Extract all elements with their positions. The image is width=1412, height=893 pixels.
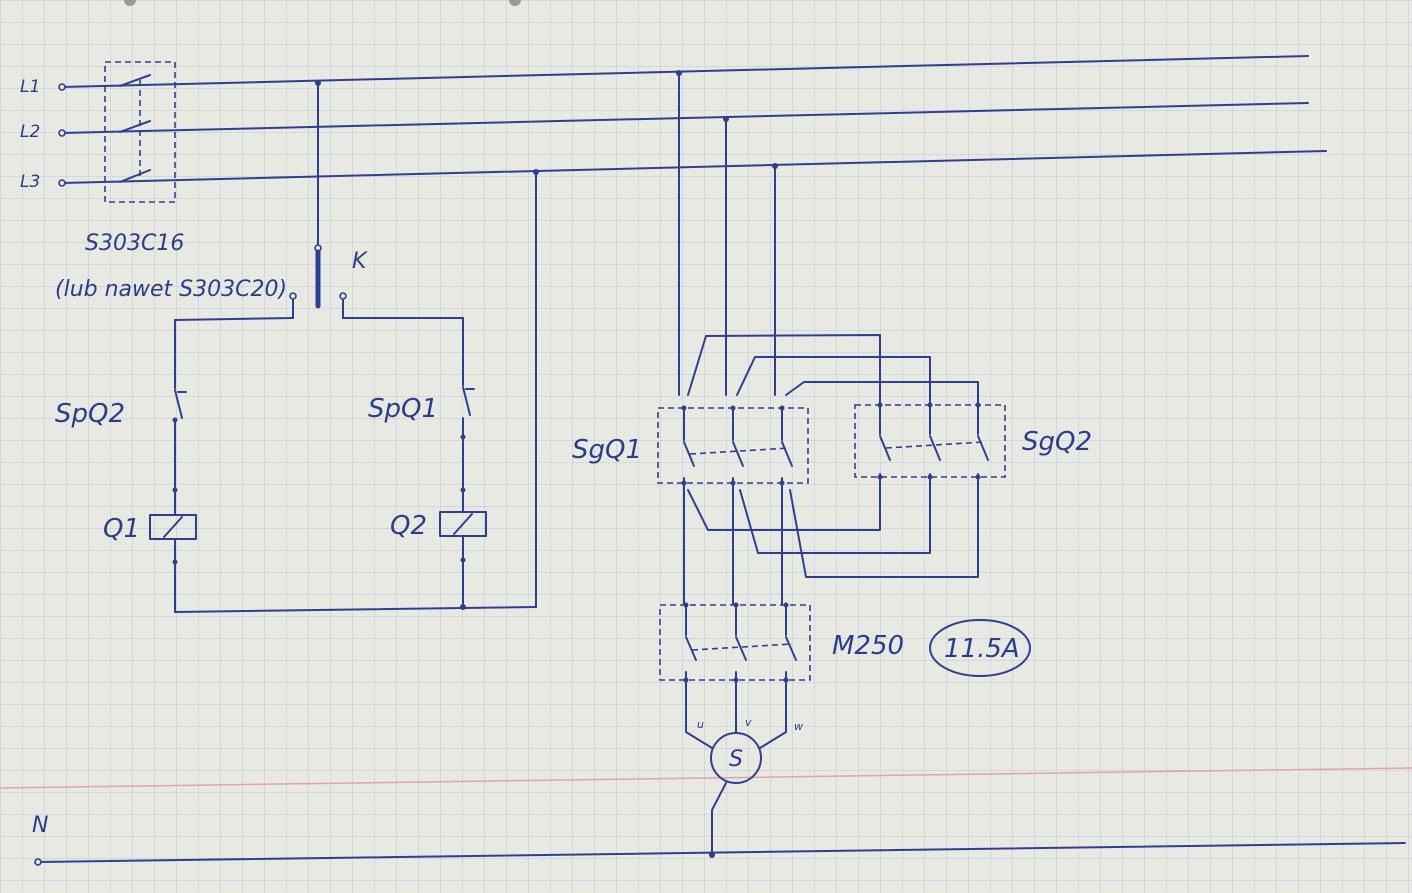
punch-hole [124, 0, 136, 6]
terminal-n [34, 858, 42, 866]
label-l1: L1 [20, 77, 40, 97]
label-terminal-u: u [697, 718, 704, 731]
label-contactor-q1: SgQ1 [572, 435, 642, 465]
label-interlock-q2: SpQ2 [55, 399, 125, 429]
label-current-rating: 11.5A [944, 634, 1020, 664]
label-terminal-w: w [794, 720, 803, 733]
label-l2: L2 [20, 122, 40, 142]
label-breaker-alt: (lub nawet S303C20) [55, 277, 287, 302]
label-l3: L3 [20, 172, 40, 192]
power-circuit [657, 70, 1031, 858]
label-contactor-q2: SgQ2 [1022, 427, 1092, 457]
margin-line [0, 767, 1412, 789]
terminal-l3 [58, 179, 66, 187]
label-neutral: N [32, 813, 48, 838]
terminal-l2 [58, 129, 66, 137]
terminal-l1 [58, 83, 66, 91]
label-breaker-model: S303C16 [85, 231, 184, 256]
phase-line-l3 [61, 150, 1327, 184]
punch-hole [509, 0, 521, 6]
phase-line-l1 [61, 55, 1309, 88]
label-coil-q1: Q1 [103, 514, 140, 544]
label-motor: S [729, 747, 743, 772]
phase-line-l2 [61, 102, 1309, 134]
control-circuit [149, 80, 539, 613]
label-button-k: K [352, 249, 368, 274]
phase-lines [58, 55, 1327, 187]
neutral-line [37, 842, 1406, 863]
circuit-breaker [104, 61, 176, 203]
label-motor-protector: M250 [832, 631, 904, 661]
label-terminal-v: v [745, 716, 752, 729]
label-interlock-q1: SpQ1 [368, 394, 438, 424]
label-coil-q2: Q2 [390, 511, 427, 541]
